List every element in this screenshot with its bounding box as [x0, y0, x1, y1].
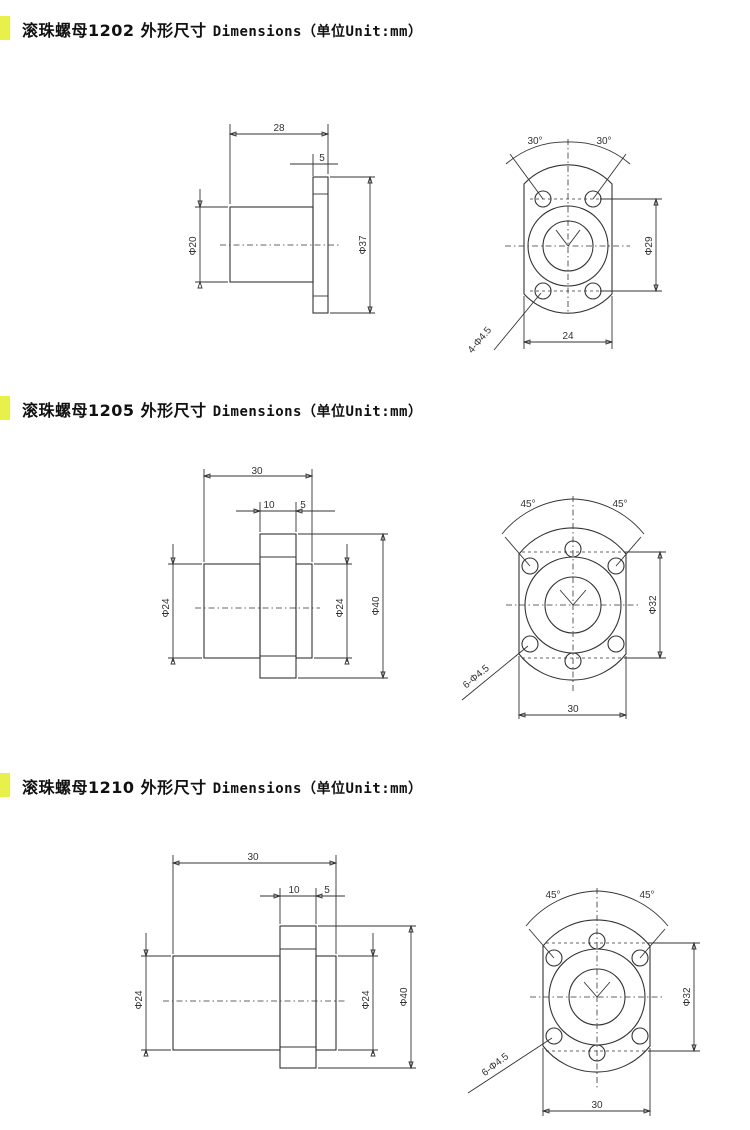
dim-flange-dia: Φ37: [358, 235, 369, 255]
section-header: 滚珠螺母1202 外形尺寸 Dimensions（单位Unit:mm）: [0, 14, 750, 42]
dim-flange-dia: Φ40: [371, 596, 382, 616]
accent-bar: [0, 16, 10, 40]
front-view-1205: 45° 45° Φ32 30 6-Φ4.5: [461, 496, 666, 719]
front-view-1202: 30° 30° Φ29 24 4-Φ4.5: [466, 136, 662, 356]
dim-front-width: 30: [591, 1100, 603, 1111]
dim-body-dia: Φ24: [161, 598, 172, 618]
side-view-1205: 30 10 5 Φ24 Φ24 Φ40: [161, 466, 388, 680]
dim-front-width: 24: [562, 331, 574, 342]
dim-holes: 6-Φ4.5: [461, 663, 492, 691]
dim-flange: 5: [319, 153, 325, 164]
title-en: Dimensions（单位Unit:mm）: [212, 404, 423, 420]
dim-angle-left: 30°: [527, 136, 542, 147]
dim-flange-dia: Φ40: [399, 987, 410, 1007]
dim-angle-left: 45°: [545, 890, 560, 901]
dim-seg1: 10: [263, 500, 275, 511]
dim-front-width: 30: [567, 704, 579, 715]
dim-flange: 5: [300, 500, 306, 511]
dim-angle-right: 45°: [612, 499, 627, 510]
section-header: 滚珠螺母1210 外形尺寸 Dimensions（单位Unit:mm）: [0, 771, 750, 799]
dim-angle-left: 45°: [520, 499, 535, 510]
accent-bar: [0, 773, 10, 797]
dim-length: 30: [247, 852, 259, 863]
title-cn: 滚珠螺母1210 外形尺寸: [22, 778, 207, 797]
front-view-1210: 45° 45° Φ32 30 6-Φ4.5: [467, 888, 700, 1116]
dim-inner-dia: Φ24: [361, 990, 372, 1010]
title-cn: 滚珠螺母1202 外形尺寸: [22, 21, 207, 40]
section-title: 滚珠螺母1210 外形尺寸 Dimensions（单位Unit:mm）: [22, 774, 422, 798]
title-en: Dimensions（单位Unit:mm）: [212, 781, 423, 797]
accent-bar: [0, 396, 10, 420]
dim-angle-right: 45°: [639, 890, 654, 901]
dim-inner-dia: Φ24: [335, 598, 346, 618]
dim-front-height: Φ29: [644, 236, 655, 256]
dim-body-dia: Φ24: [134, 990, 145, 1010]
dim-holes: 4-Φ4.5: [466, 325, 494, 356]
section-1202: 滚珠螺母1202 外形尺寸 Dimensions（单位Unit:mm） 28 5…: [0, 14, 750, 374]
section-header: 滚珠螺母1205 外形尺寸 Dimensions（单位Unit:mm）: [0, 394, 750, 422]
section-title: 滚珠螺母1202 外形尺寸 Dimensions（单位Unit:mm）: [22, 17, 422, 41]
dim-angle-right: 30°: [596, 136, 611, 147]
side-view-1210: 30 10 5 Φ24 Φ24 Φ40: [134, 852, 416, 1070]
dim-length: 30: [251, 466, 263, 477]
side-view-1202: 28 5 Φ20 Φ37: [188, 123, 375, 315]
dim-body-dia: Φ20: [188, 236, 199, 256]
section-title: 滚珠螺母1205 外形尺寸 Dimensions（单位Unit:mm）: [22, 397, 422, 421]
section-1210: 滚珠螺母1210 外形尺寸 Dimensions（单位Unit:mm） 30 1…: [0, 771, 750, 1130]
dim-seg1: 10: [288, 885, 300, 896]
dim-length: 28: [273, 123, 285, 134]
dim-front-height: Φ32: [648, 595, 659, 615]
section-1205: 滚珠螺母1205 外形尺寸 Dimensions（单位Unit:mm） 30 1…: [0, 394, 750, 754]
dim-flange: 5: [324, 885, 330, 896]
title-en: Dimensions（单位Unit:mm）: [212, 24, 423, 40]
dim-front-height: Φ32: [682, 987, 693, 1007]
title-cn: 滚珠螺母1205 外形尺寸: [22, 401, 207, 420]
